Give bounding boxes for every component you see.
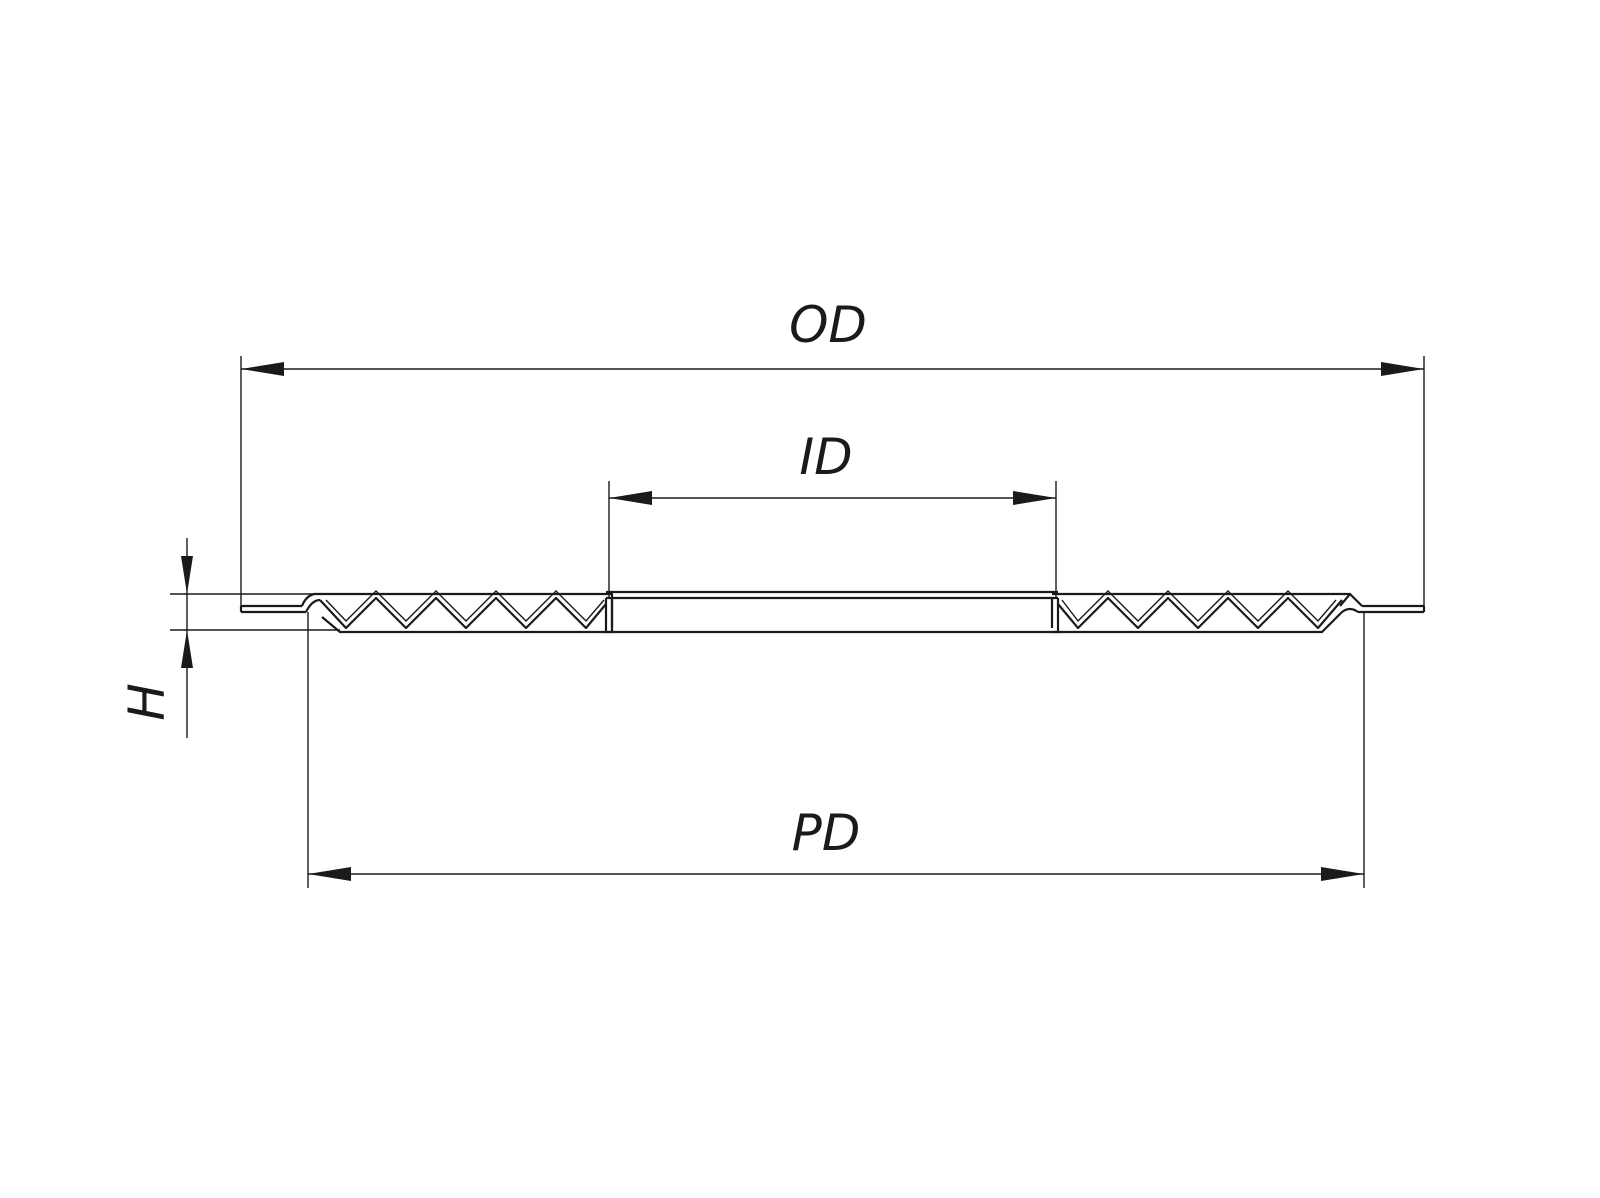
right-flange-bend [1341, 593, 1363, 613]
central-core [604, 590, 1060, 634]
od-arrow-right [1381, 362, 1424, 376]
right-corrugation-wave [1057, 596, 1343, 630]
id-dimension: ID [608, 428, 1057, 598]
h-arrow-top [181, 556, 193, 594]
od-dimension: OD [240, 296, 1425, 606]
left-outer-flange [239, 604, 306, 614]
h-arrow-bottom [181, 630, 193, 668]
left-corrugation-wave-inner [325, 590, 605, 623]
left-flange-bend [300, 592, 321, 613]
pd-label: PD [792, 804, 861, 862]
pd-arrow-left [308, 867, 351, 881]
id-label: ID [799, 428, 852, 486]
pd-dimension: PD [307, 612, 1365, 888]
od-arrow-left [241, 362, 284, 376]
h-label: H [118, 683, 176, 721]
gasket-profile [239, 590, 1426, 634]
right-outer-flange [1358, 604, 1426, 614]
pd-arrow-right [1321, 867, 1364, 881]
right-corrugation-wave-inner [1061, 590, 1337, 623]
od-label: OD [789, 296, 867, 354]
h-dimension: H [118, 538, 340, 738]
id-arrow-left [609, 491, 652, 505]
id-arrow-right [1013, 491, 1056, 505]
left-corrugation-wave [319, 596, 607, 630]
